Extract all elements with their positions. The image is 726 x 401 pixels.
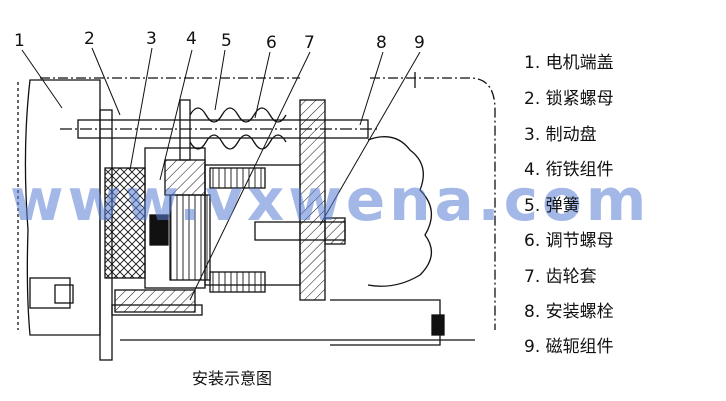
callout-2: 2 — [84, 29, 95, 49]
legend-item-4: 4. 衔铁组件 — [524, 160, 614, 180]
callout-7: 7 — [304, 33, 315, 53]
legend-item-8: 8. 安装螺栓 — [524, 302, 614, 322]
spring — [189, 107, 287, 123]
motor-end-cover — [24, 79, 101, 336]
legend-item-7: 7. 齿轮套 — [524, 267, 597, 287]
legend-item-2: 2. 锁紧螺母 — [524, 89, 614, 109]
parts-legend: 1. 电机端盖 2. 锁紧螺母 3. 制动盘 4. 衔铁组件 5. 弹簧 6. … — [524, 53, 614, 357]
legend-item-3: 3. 制动盘 — [524, 125, 597, 145]
legend-item-9: 9. 磁轭组件 — [524, 337, 614, 357]
callout-numbers: 1 2 3 4 5 6 7 8 9 — [14, 29, 425, 53]
callout-4: 4 — [186, 29, 197, 49]
drawing-lines — [17, 72, 496, 361]
callout-3: 3 — [146, 29, 157, 49]
callout-9: 9 — [414, 33, 425, 53]
legend-item-1: 1. 电机端盖 — [524, 53, 614, 73]
leader-lines — [21, 47, 421, 301]
legend-item-5: 5. 弹簧 — [524, 196, 580, 216]
callout-5: 5 — [221, 31, 232, 51]
callout-6: 6 — [266, 33, 277, 53]
watermark: www.vxwena.com — [10, 166, 650, 234]
callout-8: 8 — [376, 33, 387, 53]
legend-item-6: 6. 调节螺母 — [524, 231, 614, 251]
callout-1: 1 — [14, 31, 25, 51]
diagram-caption: 安装示意图 — [192, 369, 272, 388]
